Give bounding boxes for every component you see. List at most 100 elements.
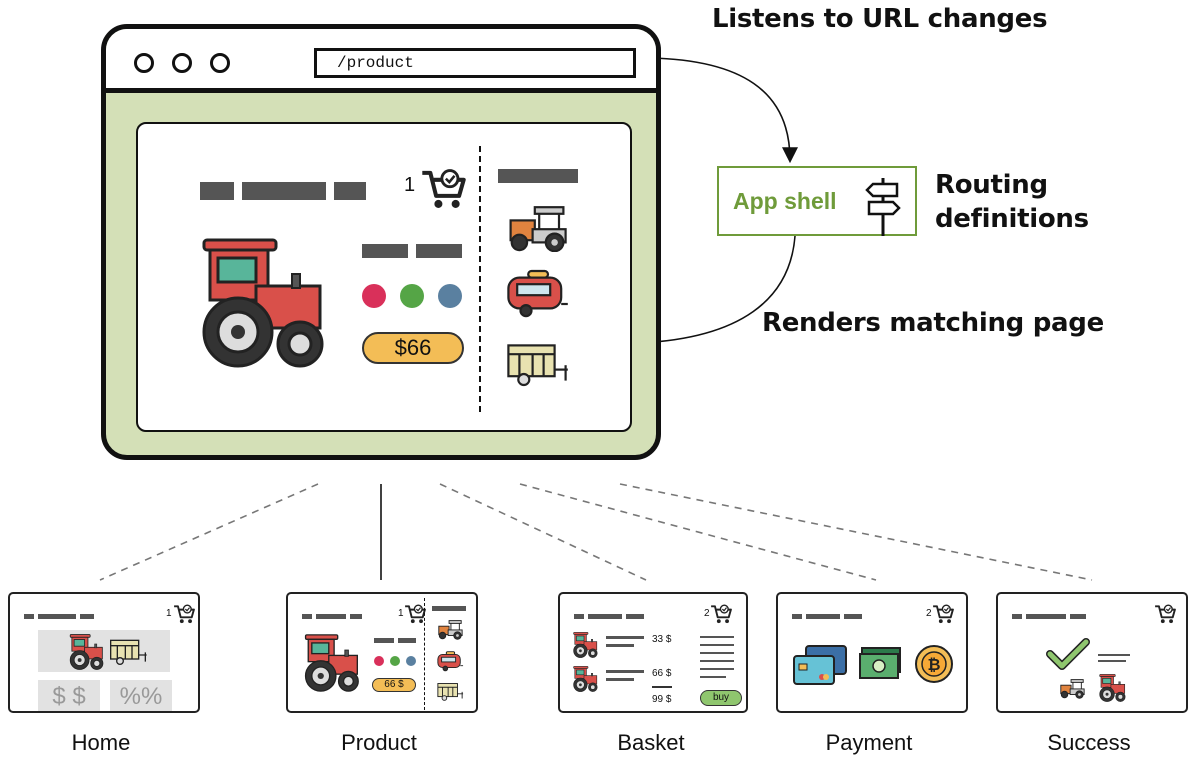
tractor-icon xyxy=(572,666,598,692)
cash-icon[interactable] xyxy=(858,646,902,682)
placeholder-bar xyxy=(700,660,734,662)
page-label-product: Product xyxy=(341,730,417,755)
cart-icon[interactable] xyxy=(932,604,954,624)
color-swatch-red[interactable] xyxy=(362,284,386,308)
placeholder-bar xyxy=(700,668,734,670)
basket-total: 99 $ xyxy=(652,694,672,705)
page-card-product[interactable]: 1 66 $ xyxy=(286,592,478,713)
price-button[interactable]: 66 $ xyxy=(372,678,416,692)
app-shell-box: App shell xyxy=(717,166,917,236)
placeholder-bar xyxy=(1098,660,1126,662)
page-card-success[interactable] xyxy=(996,592,1188,713)
line-payment xyxy=(519,483,877,581)
cart-count: 1 xyxy=(404,174,416,196)
page-label-payment: Payment xyxy=(825,730,913,755)
page-label-success: Success xyxy=(1047,730,1131,755)
placeholder-bar xyxy=(432,606,466,611)
placeholder-bar xyxy=(80,614,94,619)
basket-item1-price: 33 $ xyxy=(652,634,672,645)
page-card-payment[interactable]: 2 ₿ xyxy=(776,592,968,713)
cart-count: 2 xyxy=(926,608,932,619)
product-page: 1 $66 xyxy=(136,122,632,432)
small-tractor-icon[interactable] xyxy=(504,202,570,252)
camper-icon[interactable] xyxy=(504,268,570,318)
renders-label: Renders matching page xyxy=(762,308,1104,338)
placeholder-bar xyxy=(700,652,734,654)
placeholder-bar xyxy=(1098,654,1130,656)
camper-icon[interactable] xyxy=(436,650,464,672)
placeholder-bar xyxy=(626,614,644,619)
app-shell-label: App shell xyxy=(733,188,837,214)
signpost-icon xyxy=(865,178,901,236)
cart-count: 1 xyxy=(166,608,172,619)
placeholder-bar xyxy=(1026,614,1066,619)
placeholder-bar xyxy=(606,678,634,681)
tractor-icon xyxy=(68,634,104,670)
routing-label-line2: definitions xyxy=(935,204,1089,234)
placeholder-bar xyxy=(334,182,366,200)
placeholder-bar xyxy=(242,182,326,200)
window-button[interactable] xyxy=(210,53,230,73)
cart-icon[interactable] xyxy=(420,168,466,210)
cart-count: 2 xyxy=(704,608,710,619)
placeholder-bar xyxy=(350,614,362,619)
page-card-home[interactable]: 1 $ $ %% xyxy=(8,592,200,713)
sidebar-divider xyxy=(479,146,481,412)
placeholder-bar xyxy=(574,614,584,619)
color-swatch-blue[interactable] xyxy=(406,656,416,666)
placeholder-bar xyxy=(374,638,394,643)
placeholder-bar xyxy=(398,638,416,643)
page-card-basket[interactable]: 2 33 $ 66 $ 99 $ buy xyxy=(558,592,748,713)
placeholder-bar xyxy=(24,614,34,619)
tractor-icon xyxy=(1098,674,1126,702)
placeholder-bar xyxy=(1012,614,1022,619)
window-button[interactable] xyxy=(134,53,154,73)
credit-card-icon[interactable] xyxy=(792,644,848,686)
color-swatch-blue[interactable] xyxy=(438,284,462,308)
trailer-icon[interactable] xyxy=(436,680,464,702)
line-success xyxy=(619,483,1093,581)
placeholder-bar xyxy=(606,644,634,647)
tractor-icon xyxy=(572,632,598,658)
placeholder-bar xyxy=(700,636,734,638)
listens-label: Listens to URL changes xyxy=(712,4,1048,34)
placeholder-bar xyxy=(792,614,802,619)
placeholder-bar xyxy=(700,676,726,678)
color-swatch-red[interactable] xyxy=(374,656,384,666)
color-swatch-green[interactable] xyxy=(390,656,400,666)
sidebar-divider xyxy=(424,598,425,710)
page-label-home: Home xyxy=(71,730,131,755)
cart-icon[interactable] xyxy=(710,604,732,624)
cart-icon[interactable] xyxy=(1154,604,1176,624)
cart-icon[interactable] xyxy=(173,604,195,624)
color-swatch-green[interactable] xyxy=(400,284,424,308)
url-bar[interactable]: /product xyxy=(314,48,636,78)
placeholder-bar xyxy=(844,614,862,619)
bitcoin-icon[interactable]: ₿ xyxy=(914,644,954,684)
routing-label-line1: Routing xyxy=(935,170,1048,200)
browser-toolbar: /product xyxy=(106,29,656,93)
price-button[interactable]: $66 xyxy=(362,332,464,364)
placeholder-bar xyxy=(588,614,622,619)
placeholder-bar xyxy=(498,169,578,183)
cart-icon[interactable] xyxy=(404,604,426,624)
line-basket xyxy=(439,483,647,581)
window-button[interactable] xyxy=(172,53,192,73)
total-divider xyxy=(652,686,672,688)
placeholder-bar xyxy=(302,614,312,619)
basket-item2-price: 66 $ xyxy=(652,668,672,679)
buy-button[interactable]: buy xyxy=(700,690,742,706)
placeholder-bar xyxy=(316,614,346,619)
cart-count: 1 xyxy=(398,608,404,619)
tractor-icon xyxy=(302,634,360,692)
small-tractor-icon xyxy=(1058,676,1086,700)
small-tractor-icon[interactable] xyxy=(436,618,464,640)
routing-label: Routing definitions xyxy=(935,168,1089,236)
browser-window: /product 1 $66 xyxy=(101,24,661,460)
promo-dollar: $ $ xyxy=(38,680,100,711)
hero-banner xyxy=(38,630,170,672)
trailer-icon[interactable] xyxy=(504,338,570,388)
trailer-icon xyxy=(108,636,148,666)
placeholder-bar xyxy=(362,244,408,258)
